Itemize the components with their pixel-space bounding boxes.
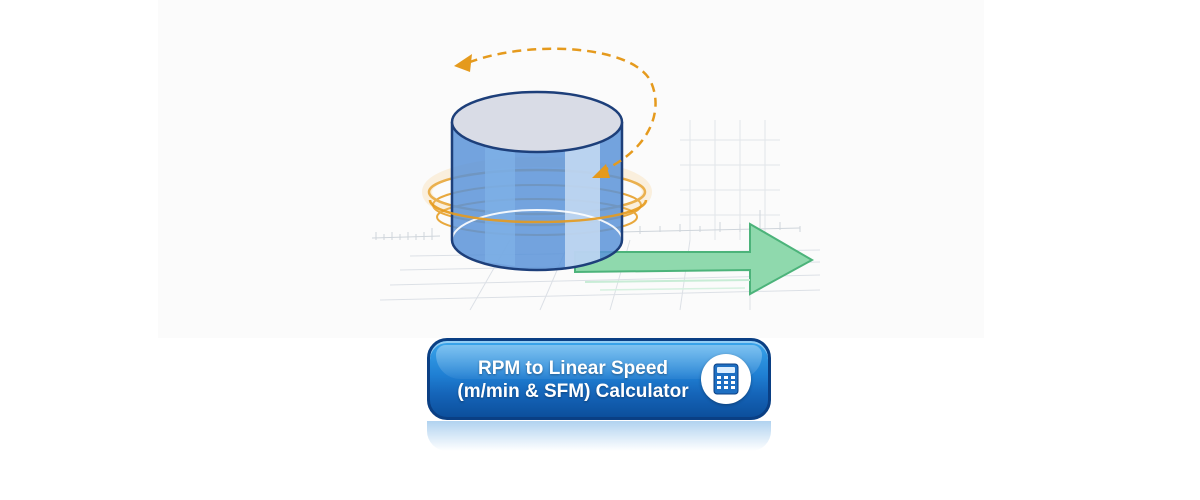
- button-label-line1: RPM to Linear Speed: [477, 358, 669, 379]
- grid-backdrop: [680, 120, 780, 240]
- calculator-icon: [713, 363, 739, 395]
- button-label-line2: (m/min & SFM) Calculator: [457, 381, 689, 402]
- ruler: [371, 210, 801, 240]
- button-label: RPM to Linear Speed (m/min & SFM) Calcul…: [442, 357, 704, 403]
- linear-motion-arrow: [574, 222, 815, 296]
- calculator-button[interactable]: RPM to Linear Speed (m/min & SFM) Calcul…: [427, 338, 771, 420]
- rotation-ring-front: [428, 199, 648, 224]
- rotation-arrow: [454, 47, 657, 178]
- calculator-badge: [701, 354, 751, 404]
- cylinder: [450, 90, 624, 272]
- rotation-to-linear-illustration: [371, 47, 821, 311]
- button-reflection: [427, 421, 771, 451]
